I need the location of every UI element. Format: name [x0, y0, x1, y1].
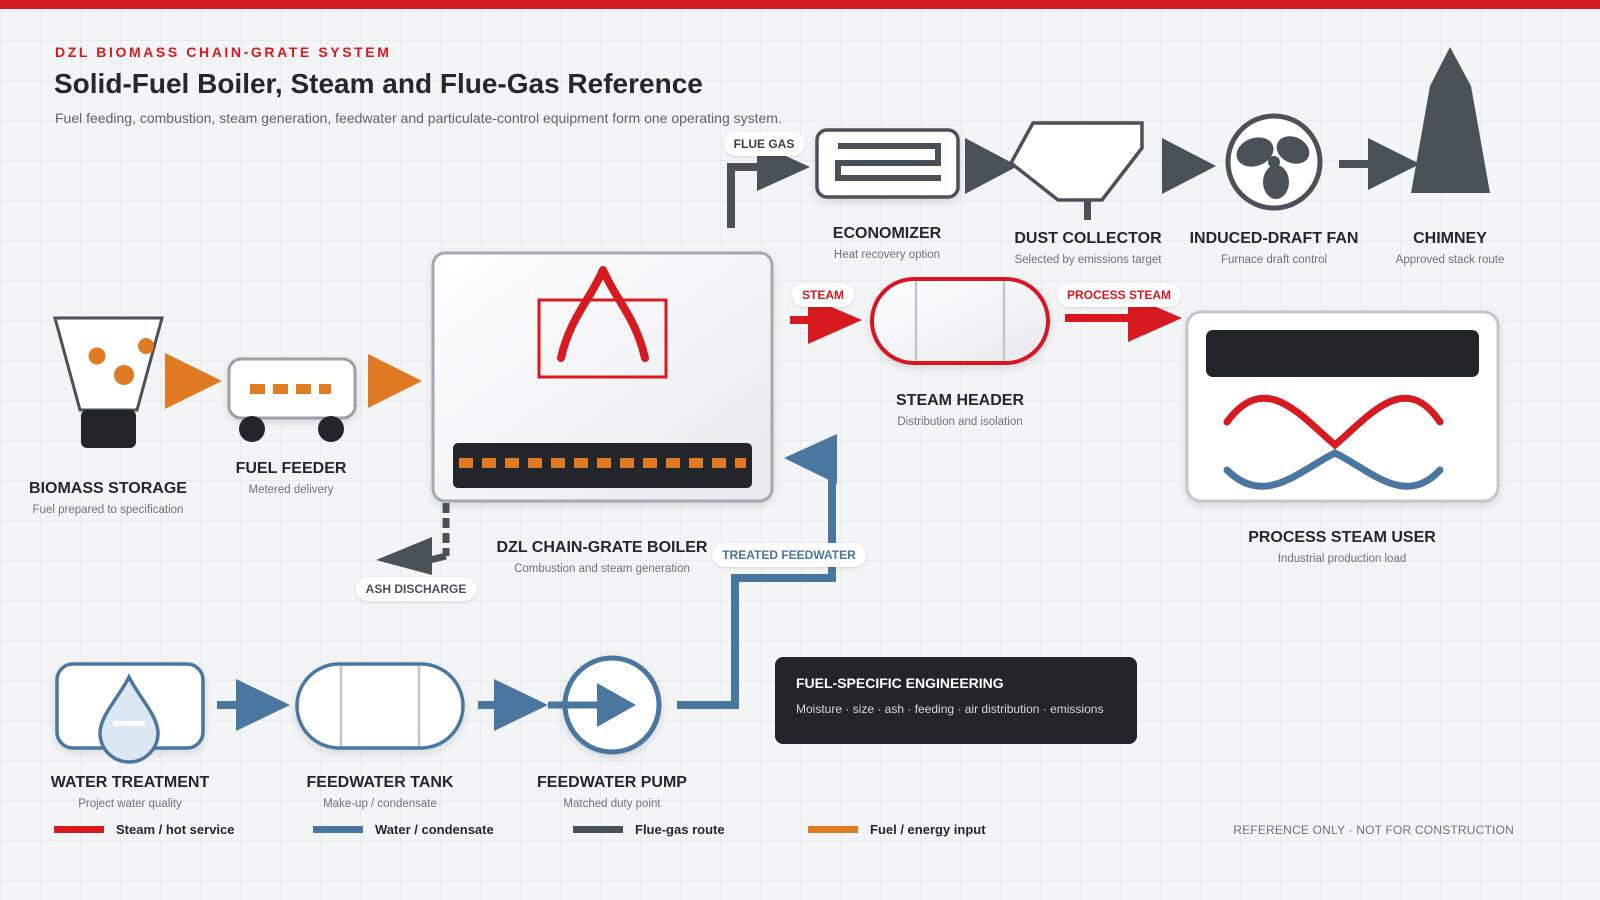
economizer-label: ECONOMIZER Heat recovery option [833, 225, 941, 261]
legend-swatch-steam [54, 826, 104, 833]
id-fan-title: INDUCED-DRAFT FAN [1189, 230, 1359, 247]
biomass-storage-subtitle: Fuel prepared to specification [32, 504, 184, 516]
fuel-engineering-text: Moisture · size · ash · feeding · air di… [796, 702, 1104, 716]
fuel-feeder-label: FUEL FEEDER Metered delivery [236, 460, 347, 496]
legend-label-water: Water / condensate [375, 822, 494, 837]
dust-collector-icon [1008, 121, 1144, 220]
dust-collector-subtitle: Selected by emissions target [1014, 254, 1162, 266]
flue-gas-arrow [1368, 138, 1420, 190]
process-user-label: PROCESS STEAM USER Industrial production… [1248, 529, 1436, 565]
ash-line [429, 552, 447, 564]
steam-arrow [808, 297, 862, 344]
boiler-subtitle: Combustion and steam generation [514, 563, 690, 575]
page-subtitle: Fuel feeding, combustion, steam generati… [55, 110, 782, 126]
reference-footnote: REFERENCE ONLY · NOT FOR CONSTRUCTION [1233, 823, 1514, 837]
brand-label: DZL BIOMASS CHAIN-GRATE SYSTEM [55, 44, 392, 60]
heat-exchanger-icon [1185, 310, 1500, 503]
pump-icon [548, 655, 662, 755]
water-drop-icon [55, 662, 205, 764]
fuel-arrow [368, 354, 422, 408]
fuel-feeder-title: FUEL FEEDER [235, 460, 347, 477]
boiler-label: DZL CHAIN-GRATE BOILER Combustion and st… [497, 539, 708, 575]
tank-icon [295, 662, 465, 750]
treated-feedwater-label: TREATED FEEDWATER [712, 543, 866, 567]
flame-icon [557, 266, 649, 362]
ash-discharge-label: ASH DISCHARGE [355, 577, 477, 601]
fan-icon [1225, 113, 1323, 211]
biomass-storage-title: BIOMASS STORAGE [29, 480, 187, 497]
legend-label-fuel: Fuel / energy input [870, 822, 986, 837]
water-treatment-title: WATER TREATMENT [50, 774, 210, 791]
process-steam-label: PROCESS STEAM [1056, 283, 1182, 307]
id-fan-label: INDUCED-DRAFT FAN Furnace draft control [1190, 230, 1359, 266]
conveyor-icon [227, 357, 357, 420]
water-arrow [494, 679, 548, 731]
boiler-icon [431, 251, 774, 503]
legend-swatch-flue-gas [573, 826, 623, 833]
steam-header-title: STEAM HEADER [895, 392, 1025, 409]
fuel-pellet [138, 338, 154, 354]
header-vessel-icon [870, 277, 1050, 365]
page-title: Solid-Fuel Boiler, Steam and Flue-Gas Re… [54, 68, 703, 99]
water-treatment-subtitle: Project water quality [78, 798, 182, 810]
feedwater-tank-subtitle: Make-up / condensate [323, 798, 437, 810]
id-fan-subtitle: Furnace draft control [1220, 254, 1328, 266]
process-user-title: PROCESS STEAM USER [1248, 529, 1436, 546]
feeder-wheel [318, 416, 344, 442]
hopper-outlet [81, 410, 136, 448]
fuel-engineering-title: FUEL-SPECIFIC ENGINEERING [796, 675, 1004, 691]
flue-gas-route [727, 138, 1420, 228]
hopper-icon [53, 316, 164, 412]
feedwater-pump-label: FEEDWATER PUMP Matched duty point [537, 774, 687, 810]
top-accent-bar [0, 0, 1600, 9]
flame-frame [537, 298, 668, 379]
water-treatment-label: WATER TREATMENT Project water quality [51, 774, 210, 810]
chimney-label: CHIMNEY Approved stack route [1396, 230, 1505, 266]
flue-gas-arrow [965, 138, 1018, 194]
economizer-title: ECONOMIZER [832, 225, 942, 242]
feedwater-tank-title: FEEDWATER TANK [306, 774, 454, 791]
dust-collector-title: DUST COLLECTOR [1014, 230, 1162, 247]
fuel-pellet [88, 347, 106, 365]
boiler-title: DZL CHAIN-GRATE BOILER [496, 539, 708, 556]
feedwater-arrow [784, 434, 837, 484]
legend-label-steam: Steam / hot service [116, 822, 235, 837]
ash-arrow [376, 537, 432, 575]
biomass-storage-label: BIOMASS STORAGE Fuel prepared to specifi… [29, 480, 187, 516]
water-arrow [236, 679, 290, 731]
chimney-title: CHIMNEY [1413, 230, 1487, 247]
fuel-engineering-card: FUEL-SPECIFIC ENGINEERING Moisture · siz… [775, 657, 1137, 744]
legend-swatch-fuel [808, 826, 858, 833]
economizer-icon [815, 128, 960, 199]
feedwater-pump-subtitle: Matched duty point [563, 798, 661, 810]
fuel-pellet [114, 365, 134, 385]
dust-collector-label: DUST COLLECTOR Selected by emissions tar… [1014, 230, 1161, 266]
flue-gas-label: FLUE GAS [723, 132, 805, 156]
feeder-wheel [239, 416, 265, 442]
flue-gas-arrow [1162, 138, 1216, 194]
economizer-subtitle: Heat recovery option [833, 249, 941, 261]
legend-swatch-water [313, 826, 363, 833]
feedwater-tank-label: FEEDWATER TANK Make-up / condensate [307, 774, 454, 810]
flue-gas-pipe [727, 163, 760, 228]
steam-header-subtitle: Distribution and isolation [897, 416, 1023, 428]
steam-label: STEAM [792, 283, 854, 307]
fuel-arrow [165, 353, 222, 409]
biomass-hopper [53, 316, 164, 448]
steam-header-label: STEAM HEADER Distribution and isolation [896, 392, 1024, 428]
chimney-icon [1411, 47, 1490, 193]
process-user-subtitle: Industrial production load [1277, 553, 1407, 565]
feedwater-pump-title: FEEDWATER PUMP [537, 774, 687, 791]
legend-label-flue-gas: Flue-gas route [635, 822, 725, 837]
fuel-feeder-subtitle: Metered delivery [248, 484, 334, 496]
chimney-subtitle: Approved stack route [1395, 254, 1505, 266]
